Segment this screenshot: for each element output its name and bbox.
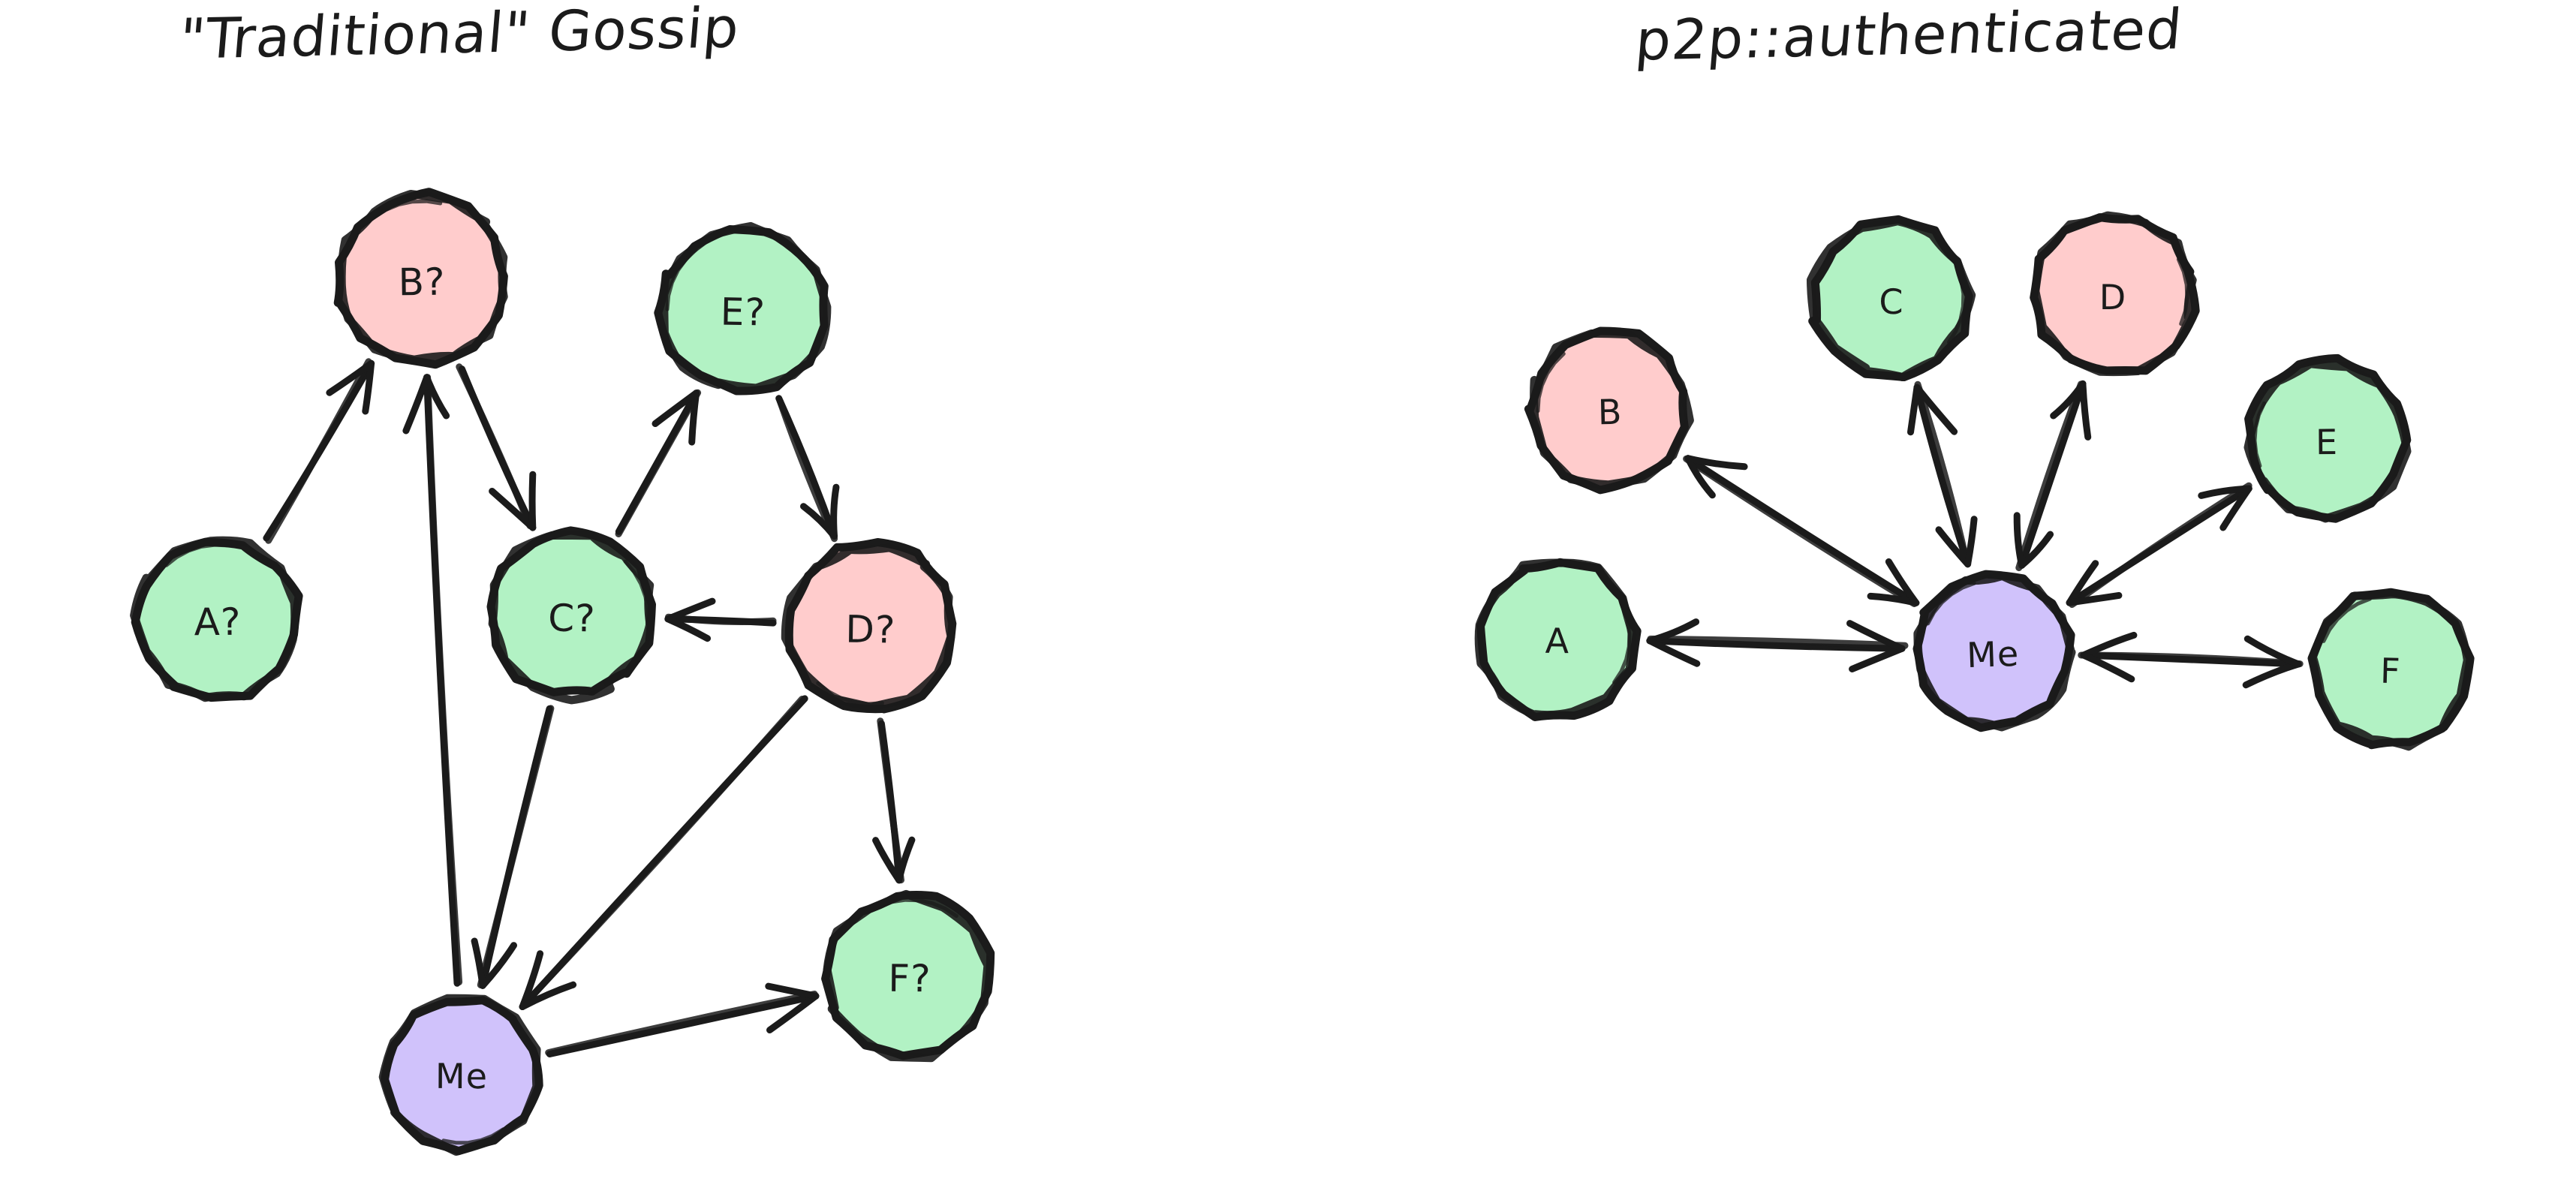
node-label-p2p-authenticated-B: B xyxy=(1597,392,1623,433)
node-p2p-authenticated-F[interactable]: F xyxy=(2307,588,2475,751)
node-label-p2p-authenticated-F: F xyxy=(2379,651,2401,692)
edge-traditional-gossip-D-to-Me xyxy=(519,695,808,1010)
node-p2p-authenticated-Me[interactable]: Me xyxy=(1912,570,2076,732)
edge-traditional-gossip-A-to-B xyxy=(263,358,375,544)
node-label-p2p-authenticated-A: A xyxy=(1545,621,1569,661)
node-p2p-authenticated-E[interactable]: E xyxy=(2243,353,2412,523)
edge-traditional-gossip-C-to-Me xyxy=(471,705,555,989)
node-label-p2p-authenticated-D: D xyxy=(2099,277,2126,317)
node-traditional-gossip-B[interactable]: B? xyxy=(333,188,508,369)
node-p2p-authenticated-B[interactable]: B xyxy=(1524,326,1694,495)
node-label-traditional-gossip-A: A? xyxy=(194,600,241,645)
node-label-traditional-gossip-Me: Me xyxy=(435,1056,488,1096)
edge-p2p-authenticated-Me-to-C xyxy=(1907,380,1978,568)
node-traditional-gossip-D[interactable]: D? xyxy=(781,538,957,714)
node-p2p-authenticated-C[interactable]: C xyxy=(1807,215,1976,381)
edge-traditional-gossip-C-to-E xyxy=(615,389,702,537)
node-label-traditional-gossip-C: C? xyxy=(548,597,596,641)
edge-traditional-gossip-B-to-C xyxy=(456,363,537,531)
node-label-traditional-gossip-B: B? xyxy=(398,260,446,305)
node-label-p2p-authenticated-E: E xyxy=(2316,422,2338,462)
node-p2p-authenticated-A[interactable]: A xyxy=(1474,558,1642,721)
node-p2p-authenticated-D[interactable]: D xyxy=(2030,211,2200,377)
edge-traditional-gossip-D-to-C xyxy=(664,597,777,642)
node-label-traditional-gossip-F: F? xyxy=(888,957,931,1000)
edge-p2p-authenticated-Me-to-E xyxy=(2066,482,2252,608)
edge-p2p-authenticated-Me-to-B xyxy=(1683,455,1920,607)
node-traditional-gossip-C[interactable]: C? xyxy=(486,526,656,705)
edges-layer xyxy=(263,358,2304,1057)
node-label-traditional-gossip-D: D? xyxy=(845,607,896,651)
edge-traditional-gossip-Me-to-F xyxy=(545,982,820,1057)
edge-traditional-gossip-Me-to-B xyxy=(402,374,463,987)
node-traditional-gossip-A[interactable]: A? xyxy=(130,536,303,702)
node-label-traditional-gossip-E: E? xyxy=(720,290,766,334)
node-traditional-gossip-Me[interactable]: Me xyxy=(378,994,543,1156)
node-label-p2p-authenticated-Me: Me xyxy=(1966,633,2020,675)
nodes-layer: A? B? C? D? E? F? Me A B C D E F Me xyxy=(130,188,2475,1156)
edge-traditional-gossip-E-to-D xyxy=(775,395,840,543)
edge-p2p-authenticated-Me-to-A xyxy=(1646,618,1909,672)
node-traditional-gossip-E[interactable]: E? xyxy=(654,221,832,395)
edge-p2p-authenticated-Me-to-F xyxy=(2078,631,2304,689)
edge-p2p-authenticated-Me-to-D xyxy=(2013,380,2092,572)
node-label-p2p-authenticated-C: C xyxy=(1879,281,1903,322)
edge-traditional-gossip-D-to-F xyxy=(872,717,916,884)
node-traditional-gossip-F[interactable]: F? xyxy=(821,889,995,1063)
